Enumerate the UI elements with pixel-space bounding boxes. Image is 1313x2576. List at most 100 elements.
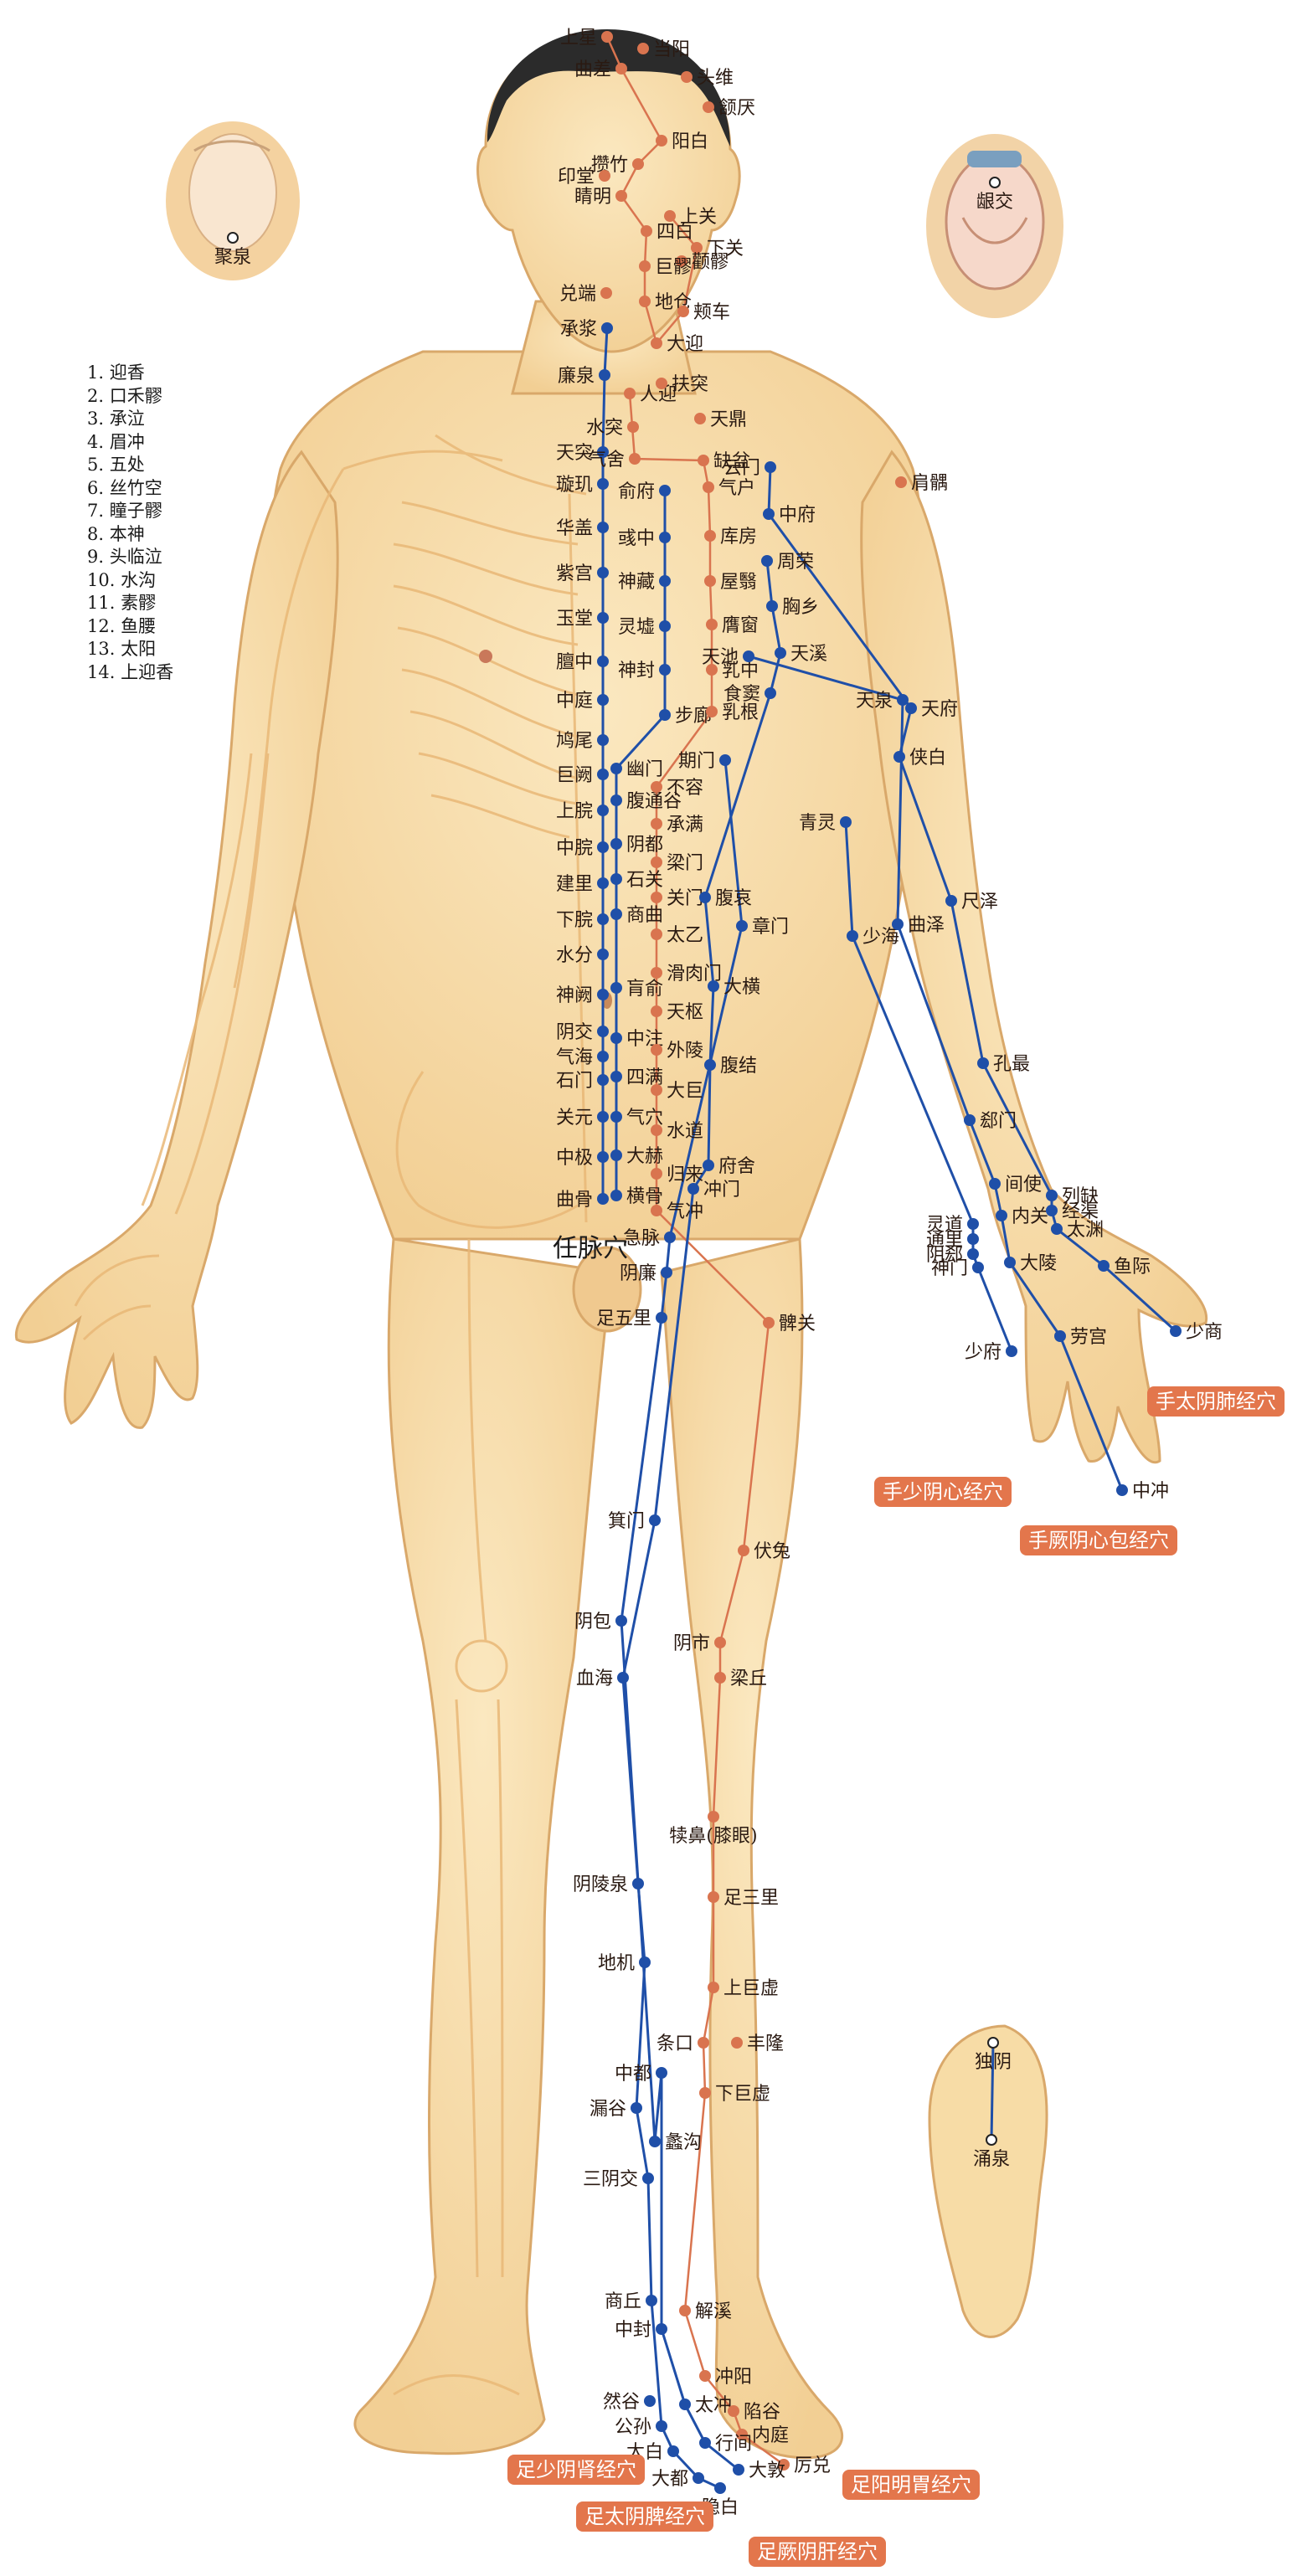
acupoint-marker [639,296,651,307]
acupoint-taichong: 太冲 [679,2395,732,2416]
acupoint-biguan: 髀关 [763,1314,816,1334]
acupoint-marker [656,378,667,389]
acupoint-tianchi: 天池 [702,647,754,668]
acupoint-marker [763,1317,775,1329]
acupoint-marker [597,1151,609,1163]
meridian-line [990,2042,995,2141]
acupoint-lieque: 列缺 [1046,1186,1099,1207]
acupoint-xiaguan: 下关 [691,239,744,260]
acupoint-tianxi: 天溪 [775,644,827,665]
acupoint-label: 中封 [615,2320,651,2341]
acupoint-label: 足五里 [596,1309,651,1329]
acupoint-marker [597,612,609,624]
acupoint-label: 三阴交 [583,2169,638,2190]
acupoint-label: 急脉 [623,1228,660,1249]
acupoint-label: 少海 [862,927,899,948]
acupoint-label: 上脘 [556,801,593,822]
hair [487,29,730,147]
acupoint-neiguan: 内关 [996,1206,1048,1227]
acupoint-marker [644,2395,656,2407]
acupoint-marker [597,1193,609,1205]
acupoint-label: 大敦 [749,2460,785,2481]
acupoint-marker [778,2459,790,2471]
acupoint-marker [731,2037,743,2049]
acupoint-marker [699,2437,711,2449]
legend-item: 7. 瞳子髎 [87,501,162,521]
acupoint-marker [599,170,610,182]
acupoint-marker [227,232,239,244]
acupoint-taiyuan: 太渊 [1051,1220,1104,1241]
acupoint-dubi: 犊鼻(膝眼) [669,1811,758,1847]
acupoint-huangshu: 肓俞 [610,979,663,1000]
acupoint-label: 膺窗 [722,615,759,636]
acupoint-marker [637,43,649,54]
acupoint-shangguan: 上关 [664,207,717,228]
acupoint-marker [600,287,612,299]
acupoint-shenfeng: 神封 [618,661,671,681]
acupoint-marker [714,1637,726,1648]
genitals [572,1246,642,1333]
acupoint-marker [664,1231,676,1243]
acupoint-xiajuxu: 下巨虚 [699,2084,770,2105]
acupoint-yinlingquan: 阴陵泉 [573,1874,644,1895]
acupoint-marker [610,1190,622,1201]
acupoint-zhongji: 中极 [556,1148,609,1169]
acupoint-marker [659,620,671,632]
acupoint-label: 四白 [656,222,693,243]
acupoint-wuyi: 屋翳 [704,572,757,593]
acupoint-label: 阴廉 [620,1263,656,1284]
acupoint-touwei: 头维 [681,68,734,89]
acupoint-label: 郄门 [980,1111,1017,1132]
acupoint-marker [597,567,609,578]
acupoint-jimen: 箕门 [608,1511,661,1532]
acupoint-label: 印堂 [558,167,595,188]
acupoint-label: 解溪 [695,2301,732,2322]
acupoint-marker [651,1084,662,1096]
acupoint-label: 大赫 [626,1146,663,1167]
acupoint-marker [664,210,676,222]
acupoint-label: 屋翳 [720,572,757,593]
acupoint-daju: 大巨 [651,1081,703,1102]
acupoint-qugu: 曲骨 [556,1190,609,1211]
acupoint-guanmen: 关门 [651,888,703,909]
acupoint-marker [1046,1190,1058,1201]
acupoint-label: 下巨虚 [715,2084,770,2105]
acupoint-marker [895,476,907,488]
acupoint-label: 中冲 [1132,1481,1169,1502]
acupoint-marker [651,781,662,793]
acupoint-marker [659,485,671,496]
acupoint-marker [651,818,662,830]
acupoint-kufang: 库房 [704,527,757,548]
acupoint-rugen: 乳根 [706,702,759,723]
acupoint-marker [897,694,909,706]
acupoint-marker [967,1248,979,1260]
acupoint-bulang: 步廊 [659,706,712,727]
skeleton-overlay [74,434,588,2396]
acupoint-label: 太乙 [667,925,703,946]
acupoint-zhongting: 中庭 [556,691,609,712]
acupoint-label: 天溪 [790,644,827,665]
acupoint-marker [610,838,622,850]
acupoint-label: 横骨 [626,1186,663,1207]
acupoint-marker [967,1233,979,1245]
acupoint-label: 巨阙 [556,765,593,786]
acupoint-label: 鸠尾 [556,731,593,752]
acupoint-label: 颊车 [693,302,730,323]
acupoint-tianquan: 天泉 [856,691,909,712]
acupoint-label: 下脘 [556,910,593,931]
acupoint-label: 承满 [667,815,703,836]
acupoint-label: 中府 [779,505,816,526]
acupoint-shuidao: 水道 [651,1121,703,1142]
acupoint-label: 天突 [556,443,593,464]
acupoint-label: 大迎 [667,334,703,355]
acupoint-marker [681,71,693,83]
acupoint-marker [763,508,775,520]
acupoint-marker [610,1032,622,1044]
acupoint-label: 气舍 [588,450,625,470]
acupoint-marker [649,1514,661,1526]
acupoint-quepen: 缺盆 [698,451,750,472]
acupoint-marker [597,1026,609,1037]
acupoint-marker [610,763,622,774]
acupoint-label: 青灵 [799,813,836,834]
